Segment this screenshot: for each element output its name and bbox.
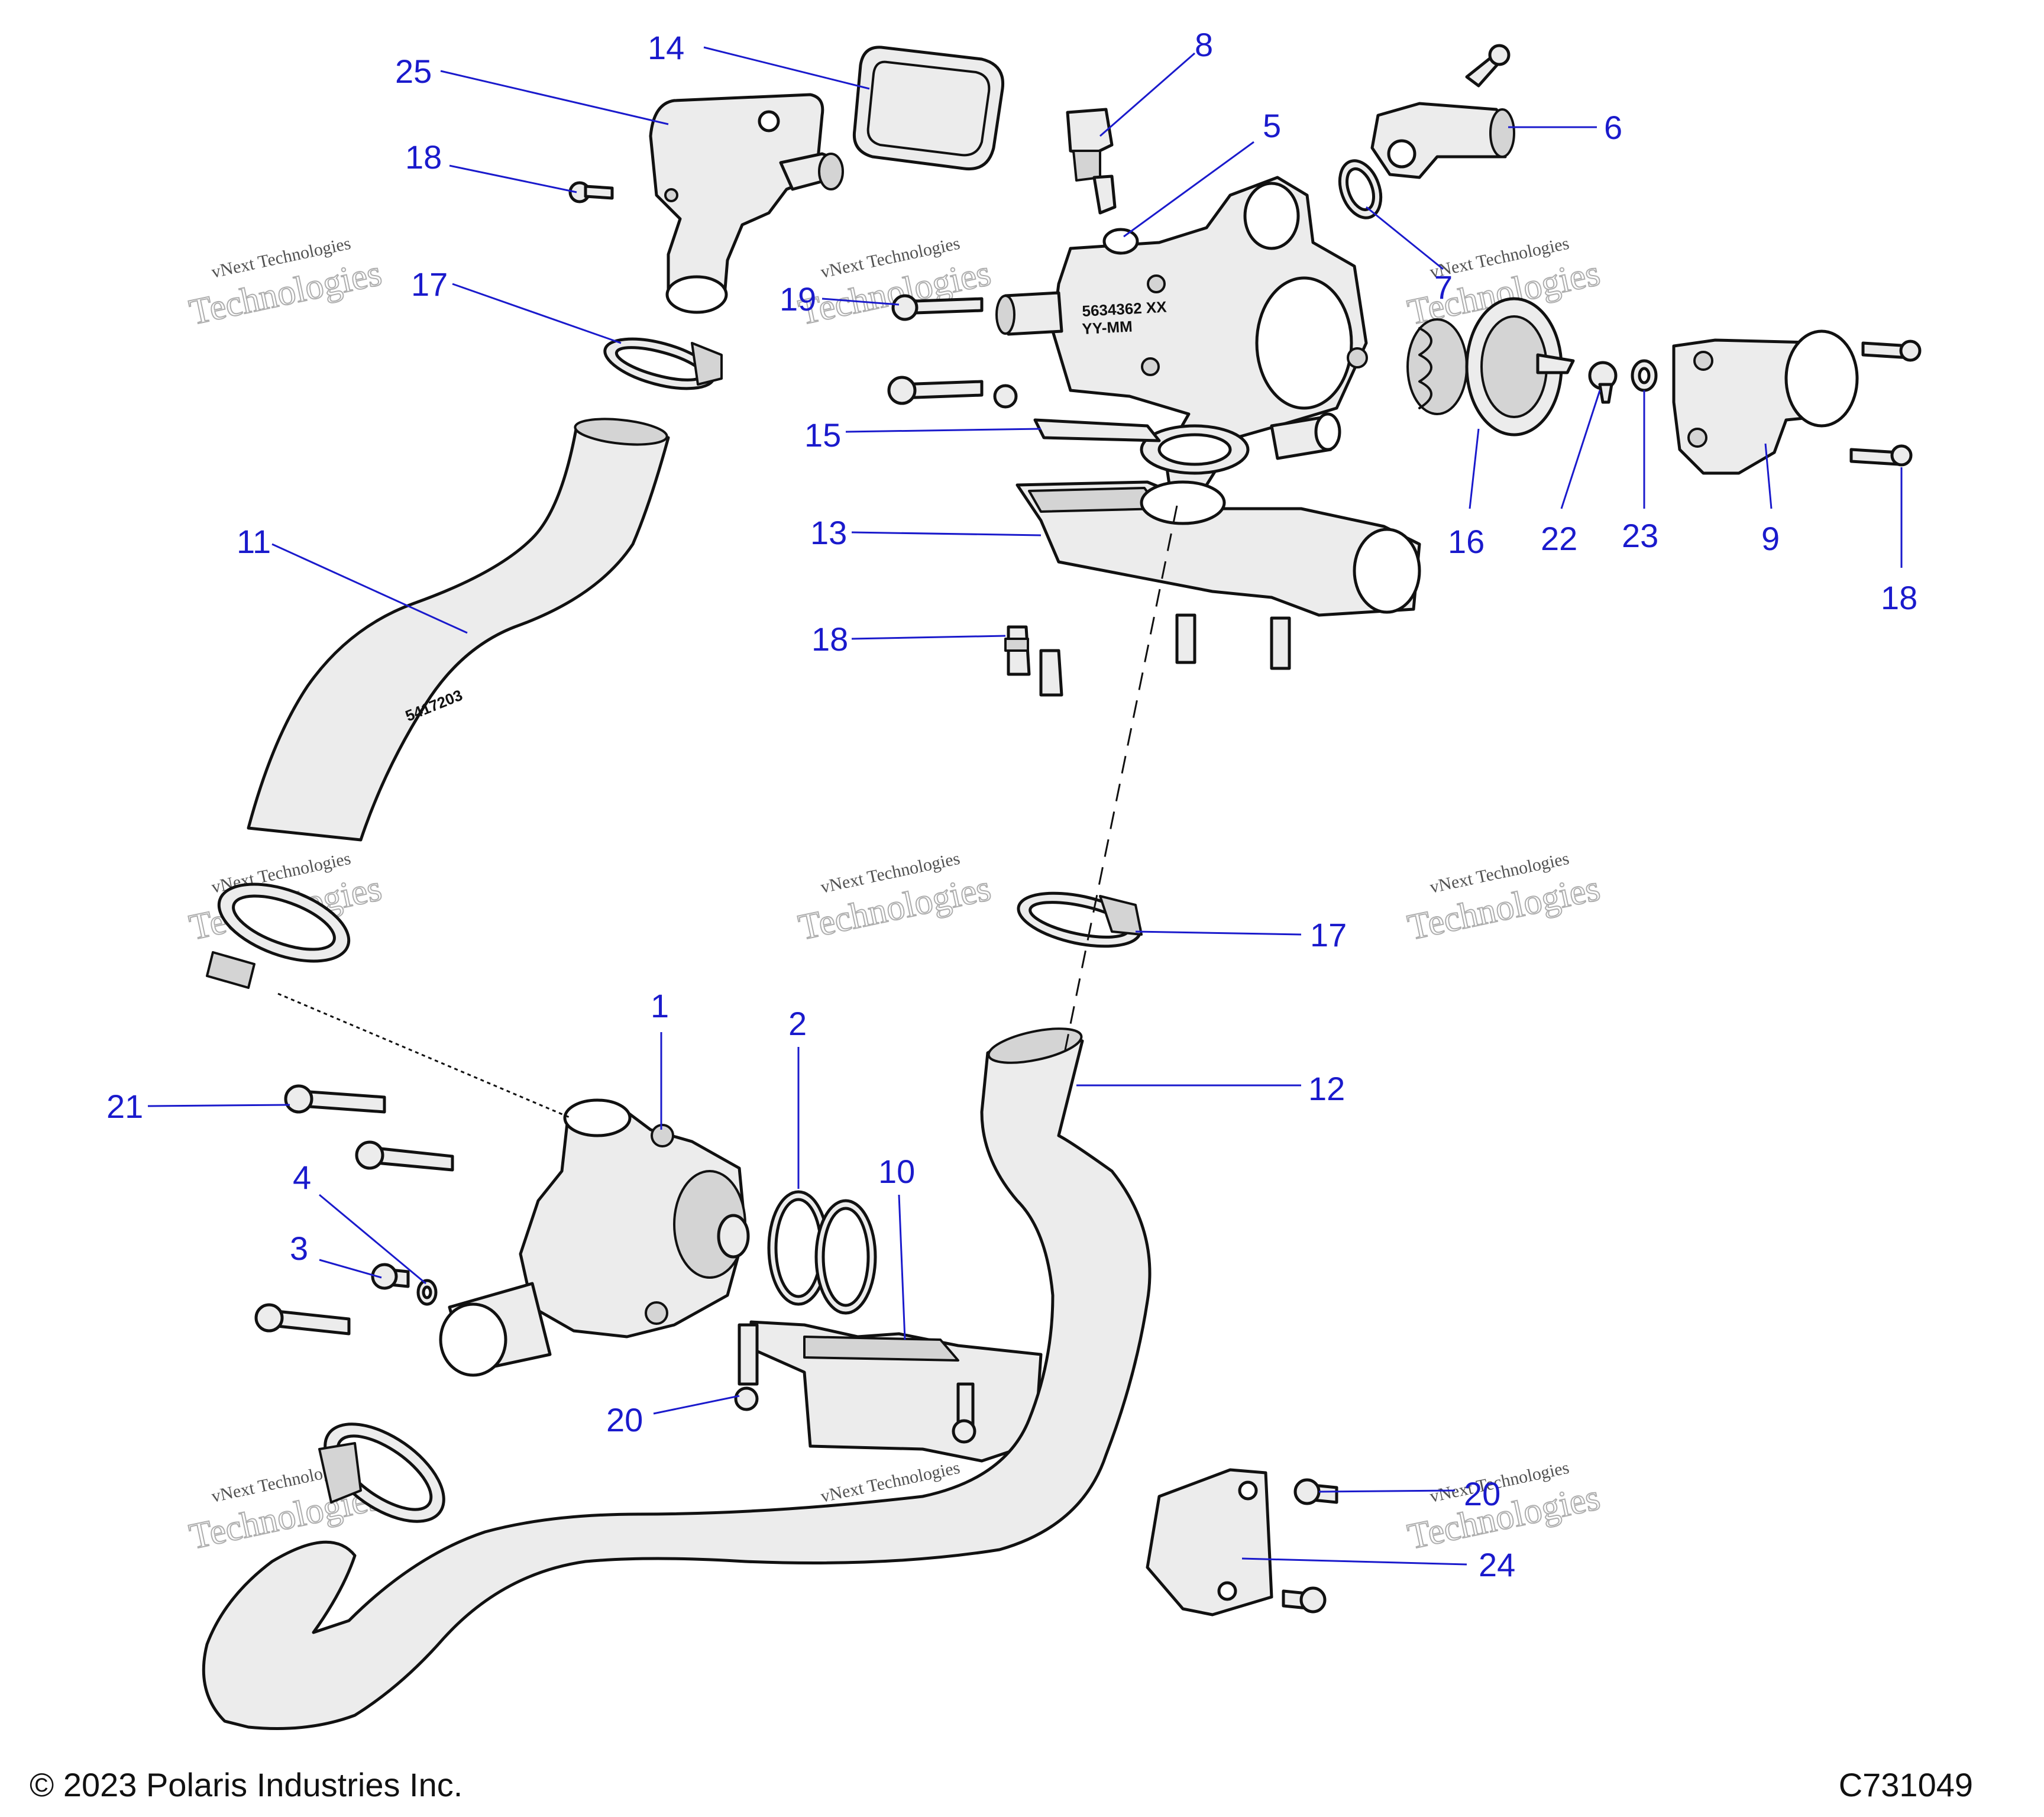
- callout-label: 18: [811, 620, 848, 658]
- washer-23: [1631, 359, 1658, 392]
- callout-label: 14: [648, 29, 684, 66]
- callout-label: 15: [804, 416, 841, 454]
- bolt-18-upper-left: [568, 181, 614, 203]
- water-pump-1: [439, 1098, 750, 1377]
- callout-label: 18: [405, 138, 442, 176]
- bolt-20: [734, 1323, 759, 1411]
- callout-label: 4: [293, 1159, 311, 1196]
- outlet-housing-5: 5634362 XX YY-MM: [995, 176, 1368, 499]
- o-ring-2: [767, 1190, 877, 1315]
- callout-labels: 14 25 18 8 5 6 17 19 7 15 13 16 22 23 9 …: [106, 26, 1917, 1583]
- hose-clamp-bottom: [318, 1422, 445, 1523]
- hose-clamp-lower-left: [206, 882, 351, 989]
- o-ring-7: [1338, 159, 1383, 219]
- bolt-3: [371, 1263, 410, 1290]
- callout-leaders: [147, 46, 1903, 1566]
- callout-label: 23: [1622, 517, 1658, 554]
- bolt-18-right: [1849, 444, 1913, 467]
- bolt-upper-right: [1861, 340, 1922, 362]
- bolt-18-group: [1004, 613, 1291, 697]
- callout-label: 6: [1604, 109, 1622, 146]
- figure-code: C731049: [1838, 1766, 1973, 1803]
- hose-clamp-17: [603, 337, 723, 390]
- callout-label: 8: [1195, 26, 1213, 63]
- temperature-sensor-8: [1066, 108, 1117, 215]
- thermostat-cover-9: [1672, 329, 1859, 475]
- callout-label: 17: [411, 266, 448, 303]
- bolt-19: [891, 294, 984, 321]
- callout-label: 12: [1308, 1070, 1345, 1107]
- callout-label: 13: [810, 514, 847, 551]
- gasket-14: [852, 46, 1005, 171]
- coolant-hose-11: 5417203: [247, 418, 670, 842]
- callout-label: 24: [1479, 1546, 1515, 1583]
- copyright-notice: © 2023 Polaris Industries Inc.: [30, 1766, 463, 1803]
- callout-label: 17: [1310, 916, 1347, 953]
- bolt-22: [1588, 361, 1618, 404]
- callout-label: 2: [788, 1005, 807, 1042]
- bolt-upper-pump: [355, 1140, 454, 1172]
- bolt-lower-pump: [254, 1303, 351, 1336]
- gasket-plate-15: [1033, 418, 1161, 442]
- coolant-manifold-13: [1015, 480, 1421, 617]
- bracket-24: [1146, 1468, 1273, 1616]
- callout-label: 21: [106, 1088, 143, 1125]
- callout-label: 10: [878, 1153, 915, 1190]
- callout-label: 7: [1434, 269, 1453, 306]
- callout-label: 9: [1761, 520, 1780, 557]
- callout-label: 3: [290, 1230, 308, 1267]
- hose-clamp-middle: [1017, 891, 1143, 948]
- heat-shield-10: [749, 1320, 1043, 1463]
- bolt-20-right: [1293, 1478, 1338, 1505]
- callout-label: 16: [1448, 523, 1485, 560]
- callout-label: 20: [606, 1401, 643, 1438]
- callout-label: 11: [237, 523, 271, 560]
- bolt-21: [284, 1084, 386, 1114]
- coolant-elbow-6: [1370, 44, 1515, 179]
- housing-date-code: YY-MM: [1082, 318, 1133, 338]
- thermostat-16: [1406, 297, 1575, 437]
- callout-label: 22: [1541, 520, 1577, 557]
- callout-label: 18: [1881, 579, 1917, 616]
- callout-label: 5: [1263, 107, 1281, 144]
- alignment-dotted-line: [277, 992, 571, 1119]
- callout-label: 1: [651, 987, 669, 1024]
- washer-4: [416, 1279, 438, 1306]
- bolt-shield: [952, 1382, 976, 1444]
- callout-label: 20: [1464, 1475, 1500, 1512]
- bolt-housing: [887, 376, 1018, 409]
- callout-label: 19: [780, 280, 816, 318]
- coolant-hose-12: [202, 1027, 1152, 1730]
- coolant-elbow-25: [649, 93, 844, 314]
- callout-label: 25: [395, 53, 432, 90]
- alignment-dashed-line: [1063, 505, 1178, 1053]
- bolt-bracket-lower: [1282, 1586, 1327, 1614]
